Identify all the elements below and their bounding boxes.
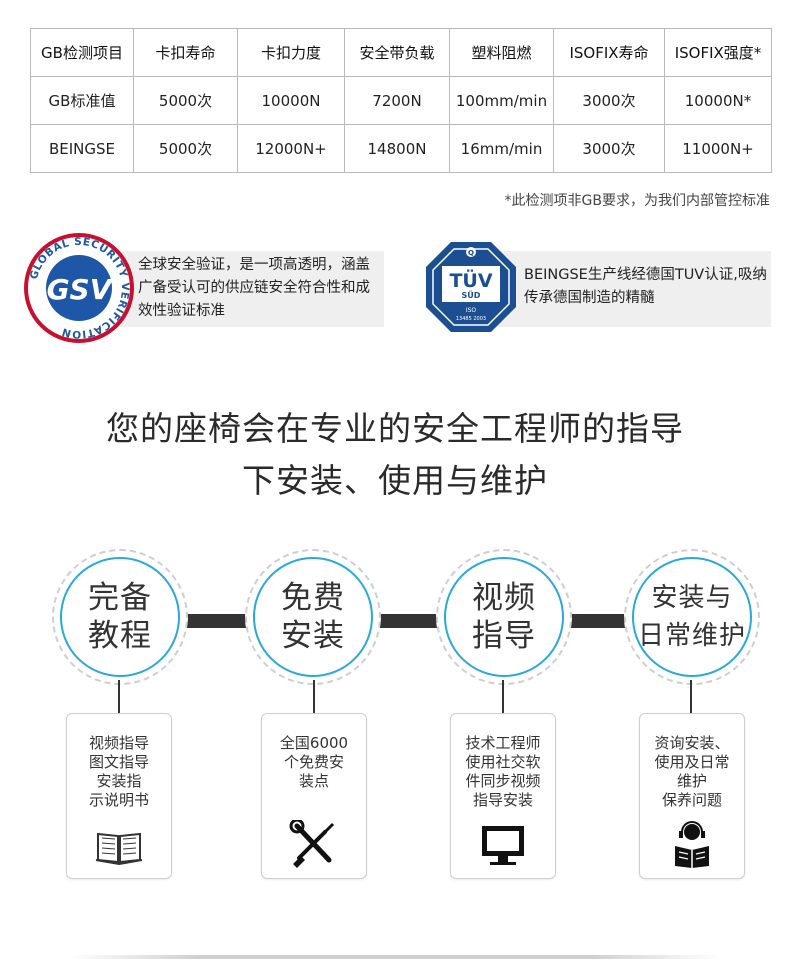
wrench-screwdriver-icon <box>289 820 335 868</box>
service-circle: 免费安装 <box>253 557 373 677</box>
service-tutorial: 完备教程 <box>52 549 188 685</box>
table-header-cell: 卡扣寿命 <box>133 28 238 77</box>
service-stem <box>118 680 120 714</box>
table-row: GB标准值 5000次 10000N 7200N 100mm/min 3000次… <box>30 76 772 125</box>
table-cell: 10000N* <box>664 76 772 125</box>
table-cell: GB标准值 <box>30 76 134 125</box>
service-desc: 视频指导图文指导安装指示说明书 <box>88 734 149 809</box>
service-free-install: 免费安装 <box>245 549 381 685</box>
gsv-logo-text: GSV <box>47 273 114 306</box>
service-video-guide: 视频指导 <box>436 549 572 685</box>
service-circle: 完备教程 <box>60 557 180 677</box>
table-cell: 3000次 <box>553 124 665 173</box>
service-stem <box>690 680 692 714</box>
table-header-cell: GB检测项目 <box>30 28 134 77</box>
tuv-q-mark: Q <box>468 249 474 257</box>
table-cell: 3000次 <box>553 76 665 125</box>
table-header-cell: 塑料阻燃 <box>449 28 554 77</box>
table-header-cell: ISOFIX寿命 <box>553 28 665 77</box>
service-title: 视频指导 <box>472 580 536 654</box>
connector-bar <box>120 614 690 628</box>
open-book-icon <box>95 832 143 866</box>
service-desc: 技术工程师使用社交软件同步视频指导安装 <box>465 734 541 809</box>
table-cell: BEINGSE <box>30 124 134 173</box>
service-card-maintenance: 资询安装、使用及日常维护保养问题 <box>639 713 745 879</box>
tuv-cert-description: BEINGSE生产线经德国TUV认证,吸纳传承德国制造的精髓 <box>524 267 767 306</box>
service-stem <box>313 680 315 714</box>
service-title: 完备教程 <box>88 580 152 654</box>
service-stem <box>502 680 504 714</box>
headline-line-1: 您的座椅会在专业的安全工程师的指导 <box>106 409 684 448</box>
table-header-row: GB检测项目 卡扣寿命 卡扣力度 安全带负载 塑料阻燃 ISOFIX寿命 ISO… <box>30 28 772 77</box>
service-circle: 安装与日常维护 <box>632 557 752 677</box>
tuv-cert-panel: BEINGSE生产线经德国TUV认证,吸纳传承德国制造的精髓 <box>476 251 771 327</box>
footnote: *此检测项非GB要求，为我们内部管控标准 <box>504 193 770 209</box>
gsv-cert-panel: 全球安全验证，是一项高透明，涵盖广备受认可的供应链安全符合性和成效性验证标准 <box>92 251 384 327</box>
table-header-cell: ISOFIX强度* <box>664 28 772 77</box>
table-cell: 16mm/min <box>449 124 554 173</box>
tuv-logo-icon: Q TÜV SÜD ISO 13485 2003 <box>426 242 516 332</box>
monitor-icon <box>482 826 524 865</box>
table-row: BEINGSE 5000次 12000N+ 14800N 16mm/min 30… <box>30 124 772 173</box>
service-card-tutorial: 视频指导图文指导安装指示说明书 <box>66 713 172 879</box>
tuv-logo-text: TÜV <box>449 268 492 292</box>
tuv-iso-text: ISO <box>466 307 477 314</box>
service-title: 安装与日常维护 <box>637 583 746 651</box>
bottom-divider <box>70 955 720 959</box>
table-cell: 7200N <box>344 76 450 125</box>
table-cell: 5000次 <box>133 76 238 125</box>
table-cell: 100mm/min <box>449 76 554 125</box>
tuv-sud-text: SÜD <box>462 290 481 300</box>
table-header-cell: 卡扣力度 <box>237 28 345 77</box>
service-desc: 资询安装、使用及日常维护保养问题 <box>654 734 730 809</box>
tuv-iso-number: 13485 2003 <box>456 316 486 322</box>
service-title: 免费安装 <box>281 580 345 654</box>
reader-headset-icon <box>675 821 709 868</box>
table-cell: 10000N <box>237 76 345 125</box>
service-maintenance: 安装与日常维护 <box>624 549 760 685</box>
table-cell: 5000次 <box>133 124 238 173</box>
service-card-video-guide: 技术工程师使用社交软件同步视频指导安装 <box>450 713 556 879</box>
table-header-cell: 安全带负载 <box>344 28 450 77</box>
headline-line-2: 下安装、使用与维护 <box>242 461 548 500</box>
table-cell: 12000N+ <box>237 124 345 173</box>
table-cell: 11000N+ <box>664 124 772 173</box>
service-circle: 视频指导 <box>444 557 564 677</box>
gsv-cert-description: 全球安全验证，是一项高透明，涵盖广备受认可的供应链安全符合性和成效性验证标准 <box>138 257 370 319</box>
spec-table: GB检测项目 卡扣寿命 卡扣力度 安全带负载 塑料阻燃 ISOFIX寿命 ISO… <box>30 28 772 173</box>
gsv-logo-icon: GLOBAL SECURITY VERIFICATION GSV <box>24 233 134 343</box>
table-cell: 14800N <box>344 124 450 173</box>
